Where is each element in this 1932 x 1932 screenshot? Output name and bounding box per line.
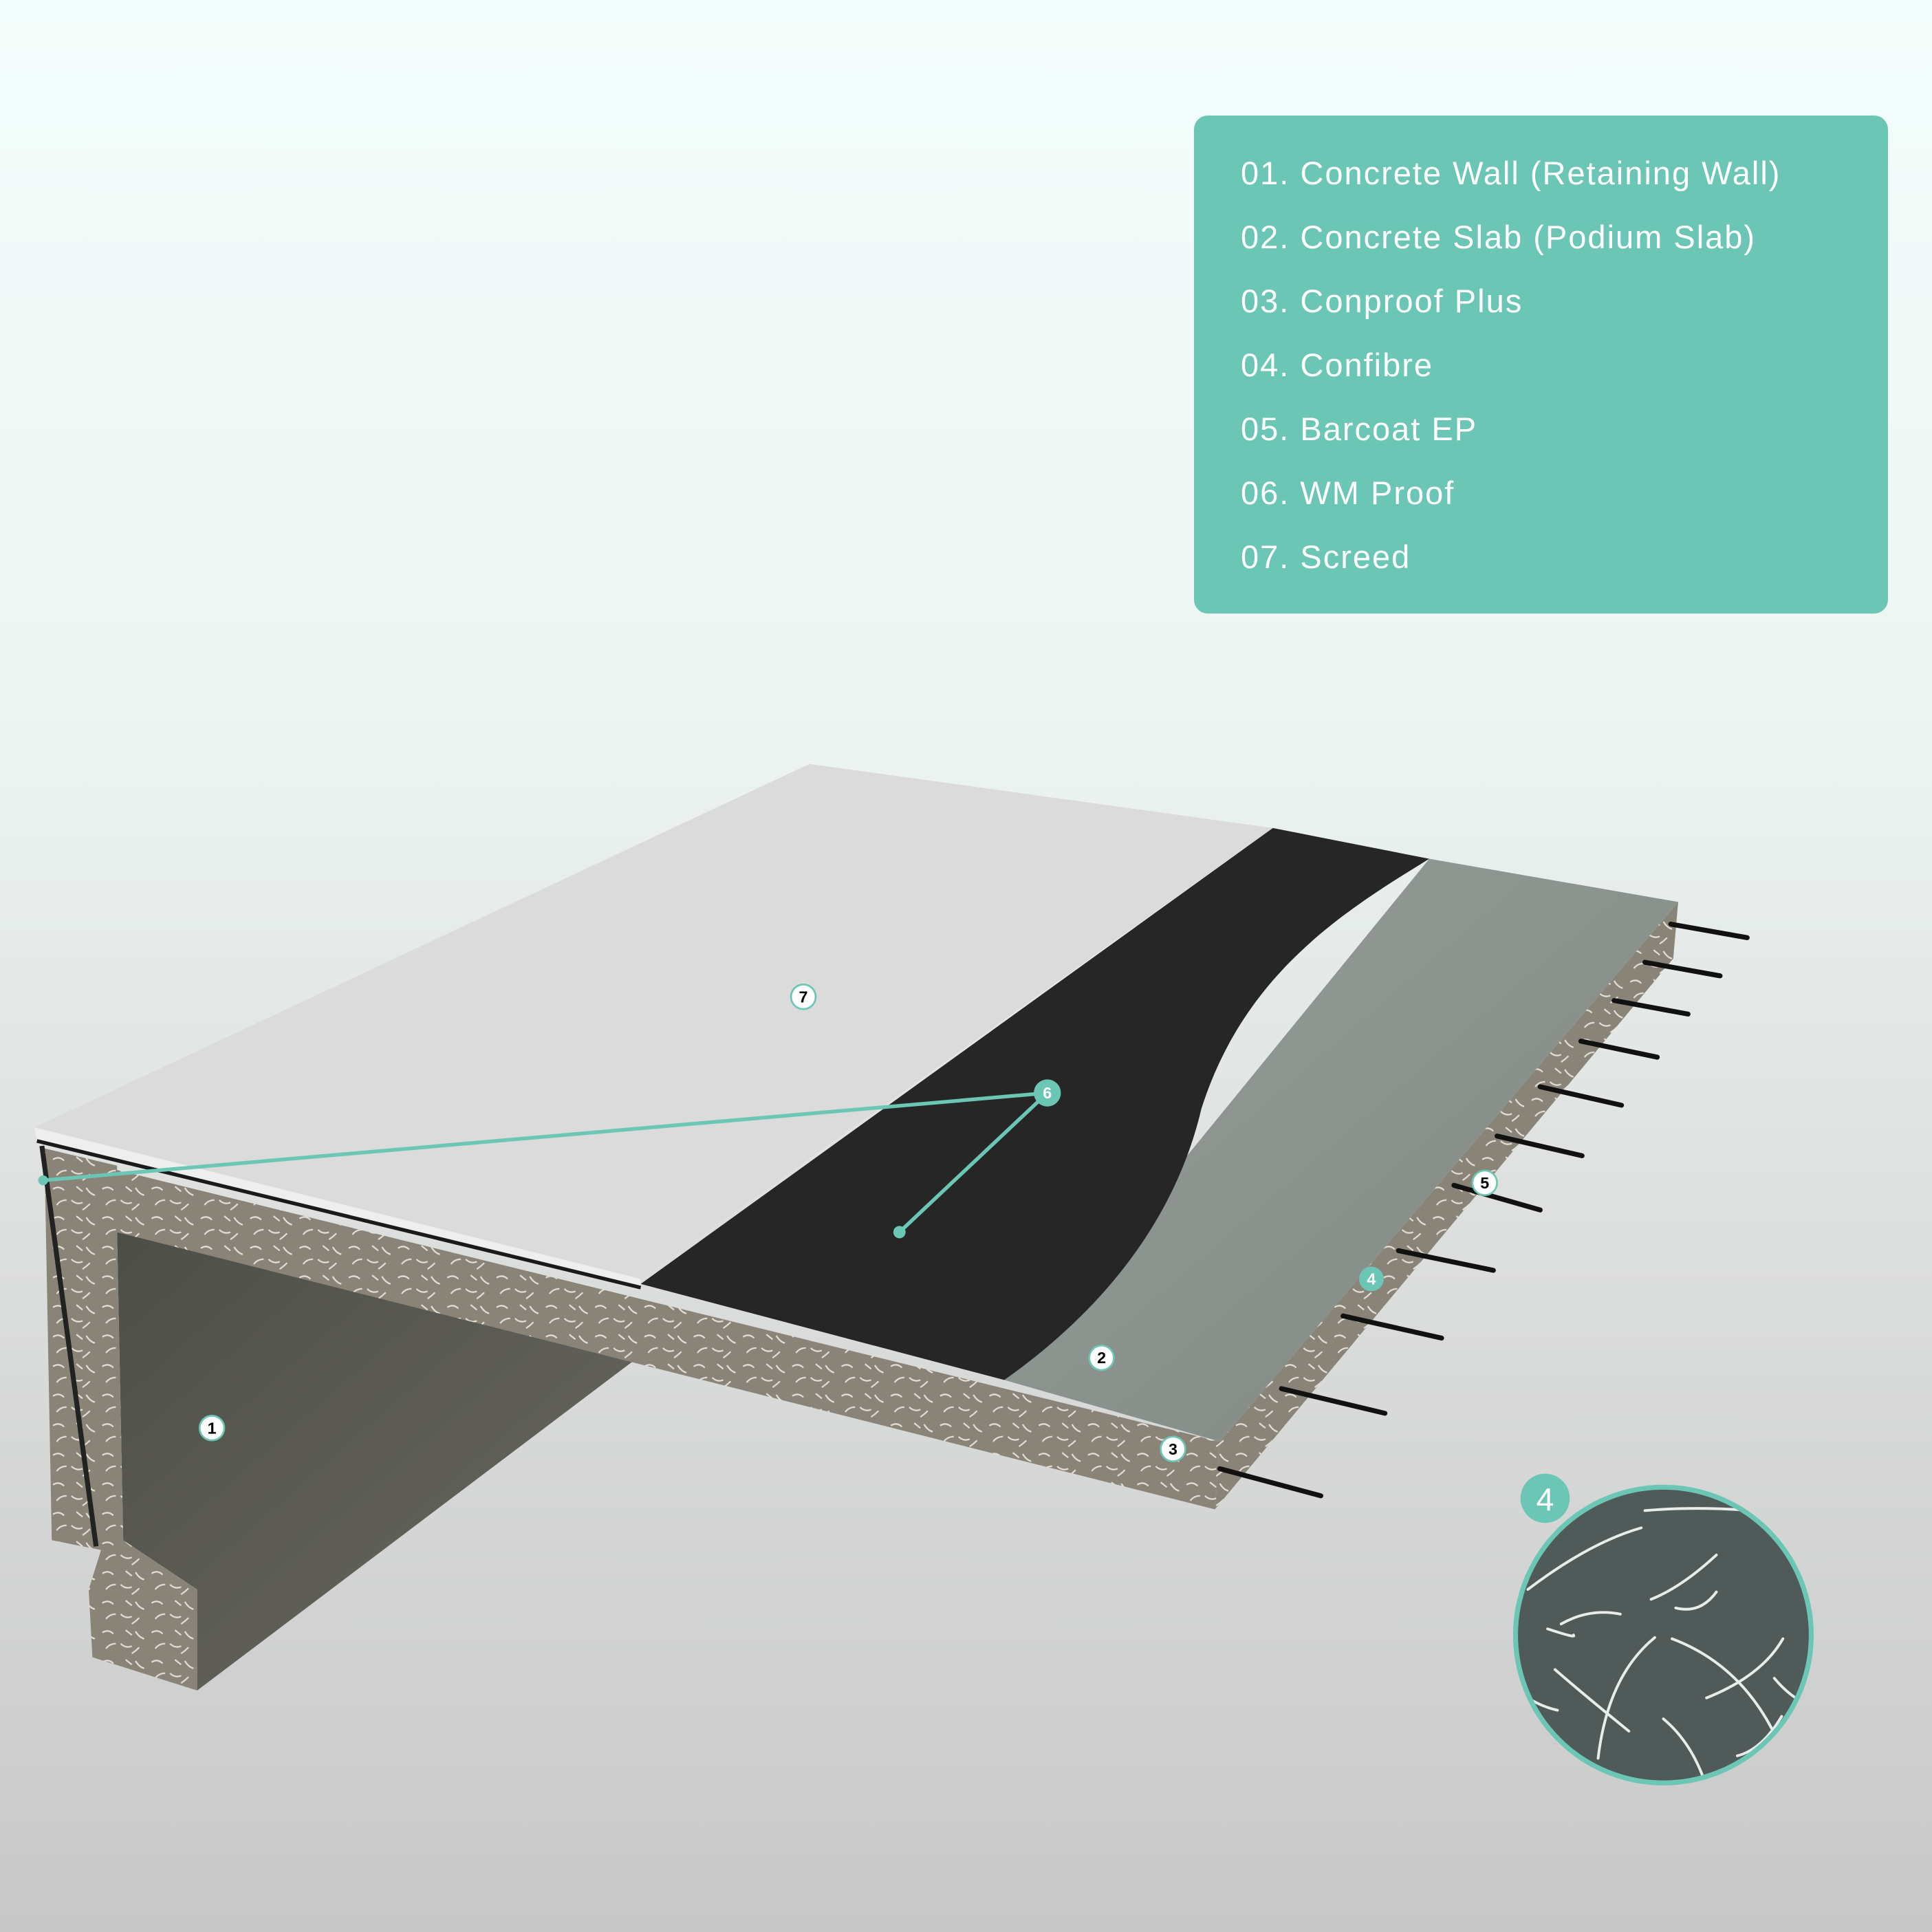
screed-top <box>34 763 1273 1279</box>
concrete-slab-side <box>1215 902 1678 1510</box>
marker-3[interactable]: 3 <box>1160 1435 1186 1463</box>
marker-6[interactable]: 6 <box>1034 1079 1061 1107</box>
rebar-group <box>1217 922 1750 1499</box>
legend-item-barcoat-ep: 05. Barcoat EP <box>1241 411 1478 447</box>
leader-dot <box>893 1226 906 1239</box>
svg-text:5: 5 <box>1480 1174 1489 1192</box>
legend-item-screed: 07. Screed <box>1241 539 1411 575</box>
marker-1[interactable]: 1 <box>198 1415 226 1442</box>
legend-item-concrete-slab: 02. Concrete Slab (Podium Slab) <box>1241 219 1757 255</box>
conproof-plus-wall-coat <box>39 1145 99 1547</box>
marker-5[interactable]: 5 <box>1471 1169 1498 1197</box>
svg-text:2: 2 <box>1097 1349 1106 1367</box>
membrane-edge <box>36 1139 642 1290</box>
concrete-slab-top <box>1004 858 1678 1442</box>
svg-text:6: 6 <box>1043 1084 1052 1102</box>
marker-2[interactable]: 2 <box>1088 1344 1115 1371</box>
legend-panel: 01. Concrete Wall (Retaining Wall) 02. C… <box>1194 116 1888 614</box>
leader-dot <box>38 1175 48 1186</box>
concrete-wall-section <box>44 1148 197 1691</box>
svg-text:1: 1 <box>208 1419 217 1437</box>
legend-item-wm-proof: 06. WM Proof <box>1241 475 1455 511</box>
svg-text:4: 4 <box>1367 1270 1376 1288</box>
concrete-slab-section <box>44 1152 1220 1510</box>
svg-text:7: 7 <box>799 988 808 1006</box>
svg-text:4: 4 <box>1537 1481 1554 1517</box>
marker-7[interactable]: 7 <box>790 984 817 1010</box>
marker-6-leaders <box>43 1091 1049 1234</box>
detail-badge-4: 4 <box>1520 1473 1570 1523</box>
legend-item-concrete-wall: 01. Concrete Wall (Retaining Wall) <box>1241 155 1781 191</box>
svg-text:3: 3 <box>1169 1440 1177 1458</box>
marker-4[interactable]: 4 <box>1358 1266 1384 1292</box>
legend-item-conproof-plus: 03. Conproof Plus <box>1241 283 1523 319</box>
confibre-detail-view <box>1512 1484 1814 1786</box>
concrete-wall-face <box>117 1232 641 1691</box>
legend-item-confibre: 04. Confibre <box>1241 347 1434 383</box>
